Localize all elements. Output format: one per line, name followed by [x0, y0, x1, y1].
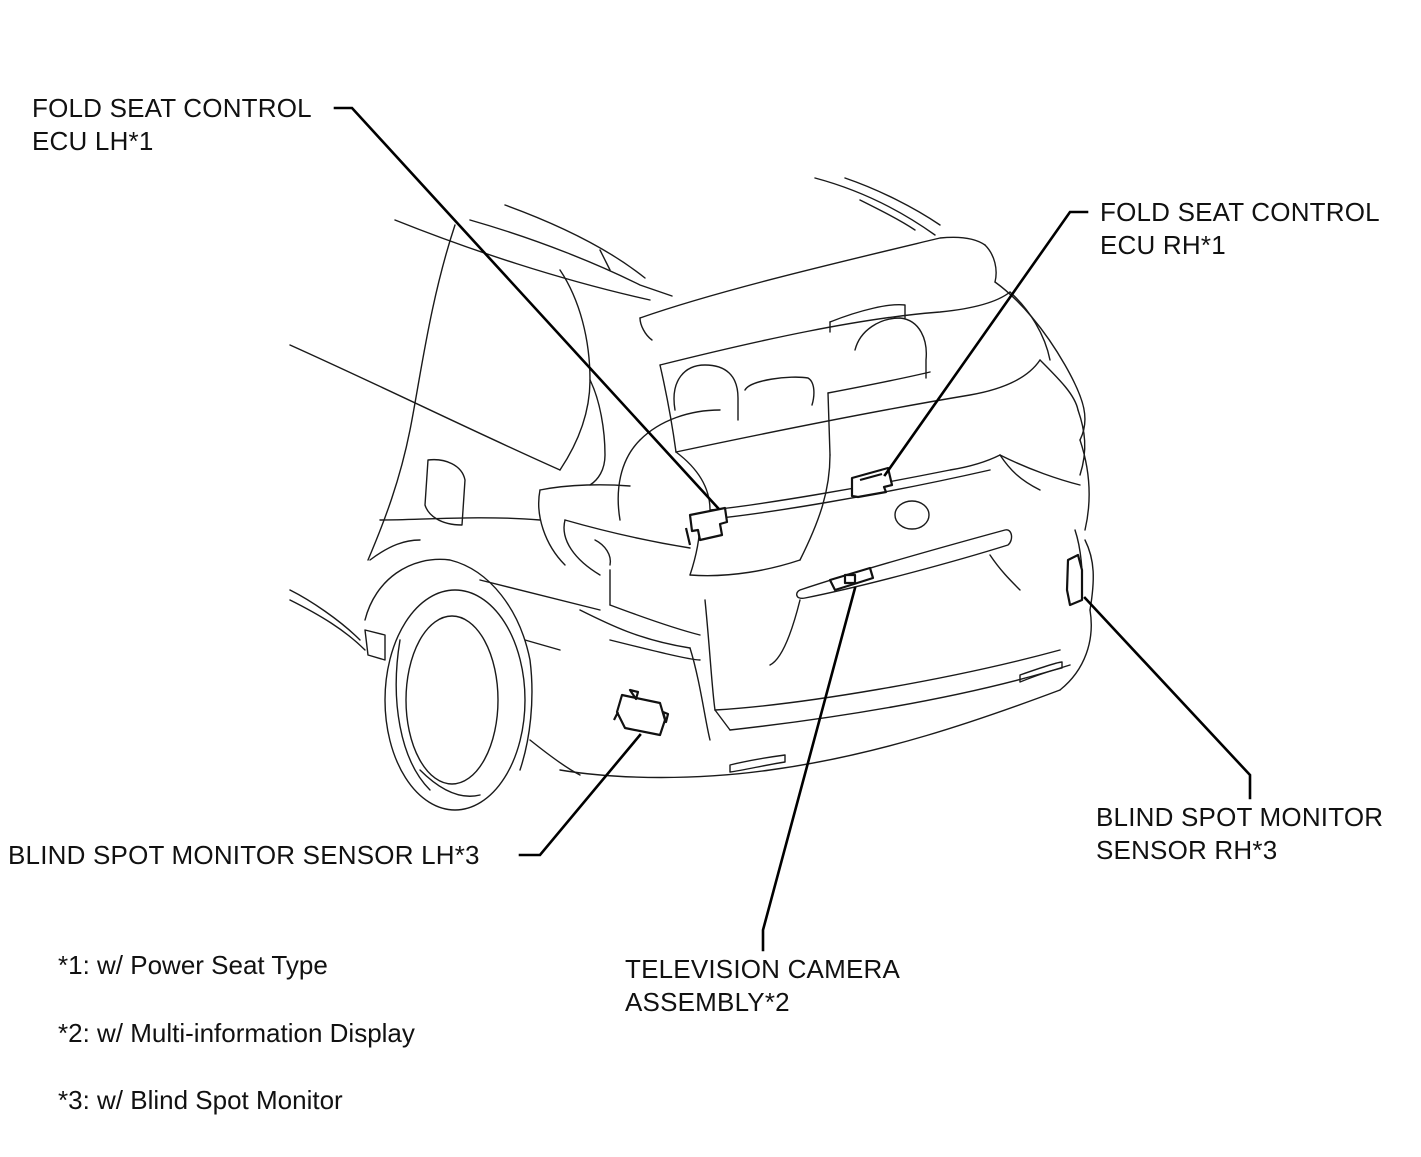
blind-spot-sensor-rh-part: [1065, 553, 1084, 607]
fold-seat-ecu-lh-part: [684, 506, 729, 546]
television-camera-part: [828, 566, 875, 592]
blind-spot-sensor-rh-label: BLIND SPOT MONITOR SENSOR RH*3: [1096, 801, 1383, 867]
blind-spot-sensor-rh-label-line1: BLIND SPOT MONITOR: [1096, 802, 1384, 832]
leader-television-camera: [761, 586, 857, 952]
television-camera-label-line2: ASSEMBLY*2: [625, 987, 790, 1017]
footnote-1: *1: w/ Power Seat Type: [58, 950, 328, 980]
footnote-3: *3: w/ Blind Spot Monitor: [58, 1085, 343, 1115]
blind-spot-sensor-rh-label-line2: SENSOR RH*3: [1096, 835, 1278, 865]
fold-seat-ecu-rh-label-line2: ECU RH*1: [1100, 230, 1226, 260]
leader-blind-spot-sensor-rh: [1083, 596, 1252, 800]
fold-seat-ecu-rh-label-line1: FOLD SEAT CONTROL: [1100, 197, 1380, 227]
footnote-2: *2: w/ Multi-information Display: [58, 1018, 415, 1048]
fold-seat-ecu-rh-part: [850, 466, 894, 499]
leader-lines: [333, 106, 1252, 952]
television-camera-label-line1: TELEVISION CAMERA: [625, 954, 901, 984]
fold-seat-ecu-lh-label-line2: ECU LH*1: [32, 126, 154, 156]
leader-fold-seat-ecu-rh: [883, 210, 1089, 477]
blind-spot-sensor-lh-label: BLIND SPOT MONITOR SENSOR LH*3: [8, 839, 480, 872]
television-camera-label: TELEVISION CAMERA ASSEMBLY*2: [625, 953, 900, 1019]
fold-seat-ecu-rh-label: FOLD SEAT CONTROL ECU RH*1: [1100, 196, 1380, 262]
leader-fold-seat-ecu-lh: [333, 106, 720, 510]
blind-spot-sensor-lh-part: [613, 688, 670, 737]
fold-seat-ecu-lh-label: FOLD SEAT CONTROL ECU LH*1: [32, 92, 312, 158]
leader-blind-spot-sensor-lh: [518, 733, 642, 857]
blind-spot-sensor-lh-label-line1: BLIND SPOT MONITOR SENSOR LH*3: [8, 840, 480, 870]
fold-seat-ecu-lh-label-line1: FOLD SEAT CONTROL: [32, 93, 312, 123]
vehicle-rear-outline: [289, 177, 1094, 811]
